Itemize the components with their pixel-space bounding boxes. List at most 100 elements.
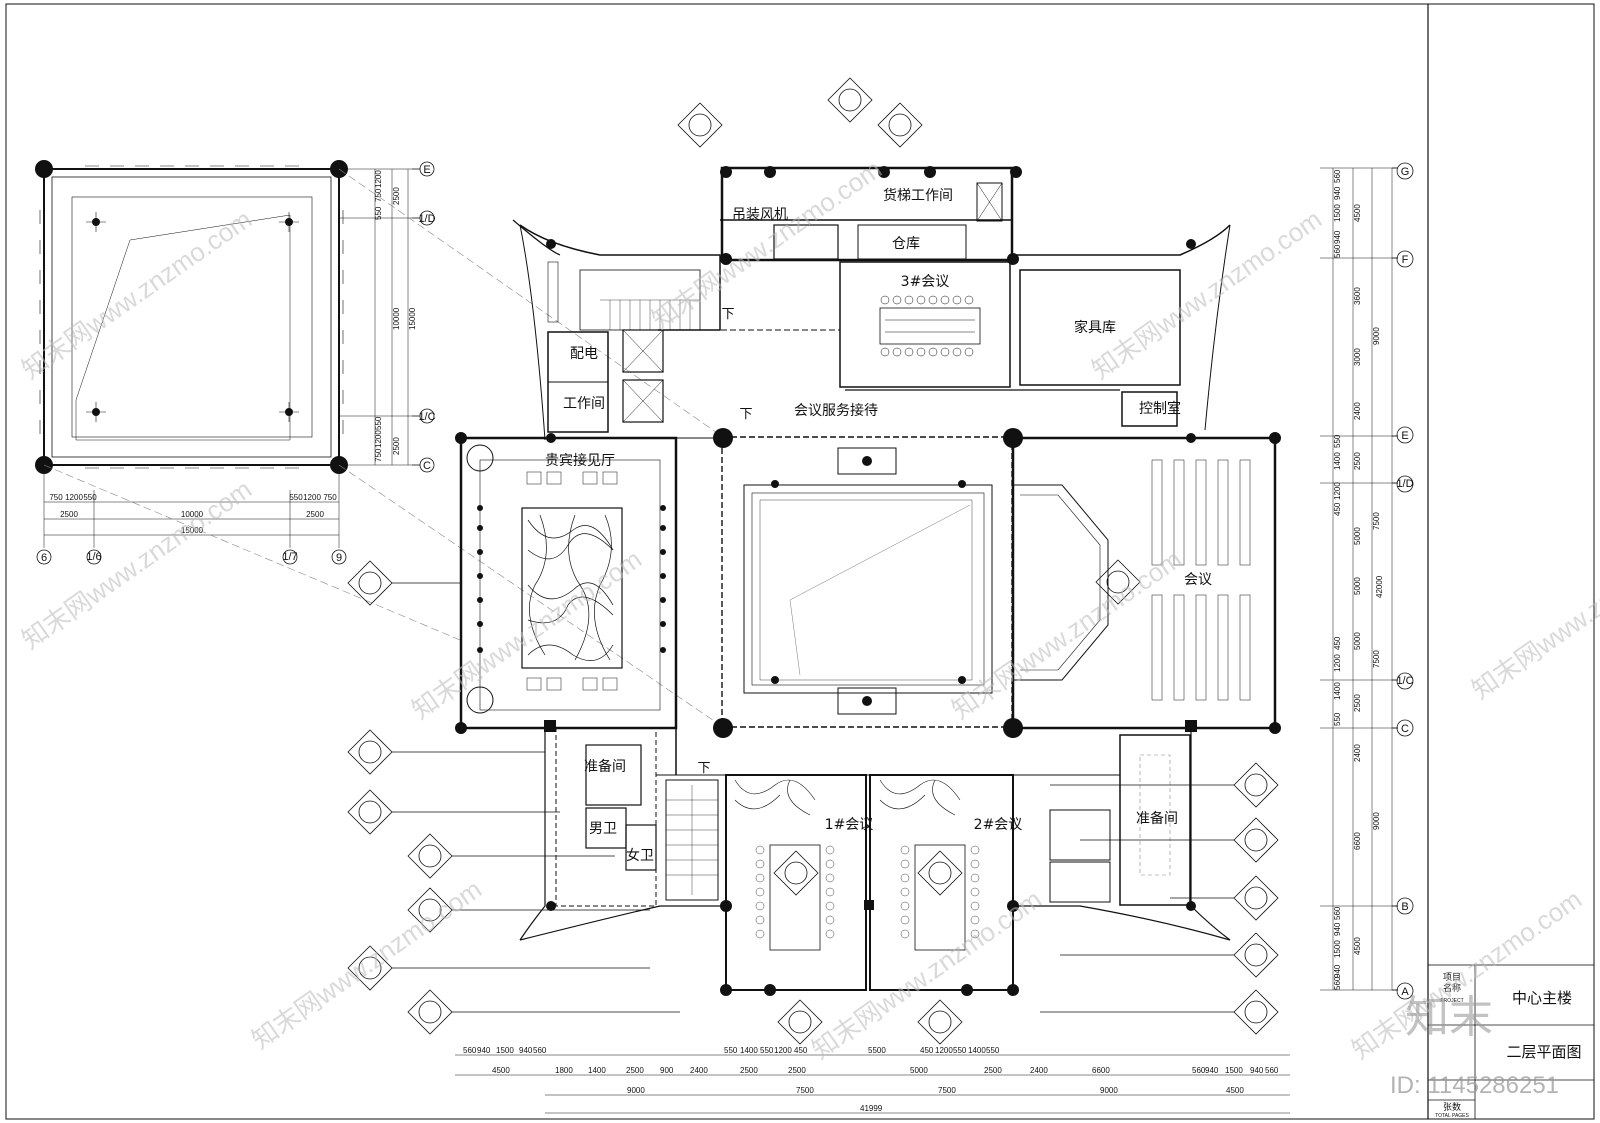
bottom-dim-r2-2: 1400	[588, 1066, 606, 1075]
watermark-site-6: 知末网www.znzmo.com	[946, 544, 1187, 725]
right-dim-r1-11: 450	[1333, 502, 1342, 516]
right-dim-r2-5: 5000	[1353, 527, 1362, 545]
detail-dim-b1-f: 750	[323, 493, 337, 502]
bottom-dim-r1-15: 450	[794, 1046, 808, 1055]
right-dim-r3-2: 7500	[1372, 650, 1381, 668]
room-label-meeting3: 3#会议	[901, 274, 950, 290]
bottom-dim-r1-11: 550	[724, 1046, 738, 1055]
bottom-dim-r1-17: 5500	[868, 1046, 886, 1055]
axis-a: A	[1401, 986, 1409, 998]
right-dim-r2-3: 2400	[1353, 402, 1362, 420]
watermark-site-3: 知末网www.znzmo.com	[1086, 204, 1327, 385]
right-dim-r2-11: 4500	[1353, 937, 1362, 955]
right-dim-r2-0: 4500	[1353, 204, 1362, 222]
elevation-index-symbols	[347, 77, 1279, 1045]
detail-dim-b1-a: 750	[49, 493, 63, 502]
watermark-site-9: 知末网www.znzmo.com	[806, 884, 1047, 1065]
tb-project-name: 中心主楼	[1512, 989, 1572, 1007]
tb-project-en: PROJECT	[1440, 998, 1463, 1004]
detail-axis-9: 9	[336, 552, 342, 564]
right-dim-r3-3: 9000	[1372, 812, 1381, 830]
bottom-dim-r3-3: 9000	[1100, 1086, 1118, 1095]
right-dim-r2-6: 5000	[1353, 577, 1362, 595]
axis-1d: 1/D	[1396, 478, 1413, 490]
drawing-frame	[5, 3, 1595, 1120]
watermark-brand: 知末	[1405, 992, 1493, 1043]
bottom-dim-r2-10: 2400	[1030, 1066, 1048, 1075]
bottom-dim-r2-5: 2400	[690, 1066, 708, 1075]
bottom-dim-r1-3: 940	[519, 1046, 533, 1055]
room-labels: 吊装风机 货梯工作间 仓库 3#会议 家具库 配电 工作间 会议服务接待 控制室…	[545, 187, 1212, 864]
right-dim-r2-2: 3000	[1353, 348, 1362, 366]
right-dim-r1-23: 560	[1333, 976, 1342, 990]
detail-dim-r2-b: 10000	[392, 307, 401, 330]
bottom-dim-r3-2: 7500	[938, 1086, 956, 1095]
detail-dim-r2-c: 2500	[392, 437, 401, 455]
room-label-storage: 仓库	[892, 236, 920, 252]
room-label-women: 女卫	[626, 847, 654, 864]
room-label-men: 男卫	[589, 821, 617, 837]
tb-sheet-label: 张数	[1443, 1101, 1461, 1113]
room-label-vip: 贵宾接见厅	[545, 452, 615, 469]
right-dim-r1-0: 560	[1333, 169, 1342, 183]
room-label-prep-right: 准备间	[1136, 810, 1178, 827]
detail-dim-r1-c: 550	[374, 206, 383, 220]
axis-c: C	[1401, 723, 1409, 735]
bottom-dim-r1-4: 560	[533, 1046, 547, 1055]
bottom-dim-r1-20: 1200	[935, 1046, 953, 1055]
detail-axis-1-6: 1/6	[86, 551, 101, 563]
detail-dim-r3: 15000	[408, 307, 417, 330]
axis-b: B	[1401, 901, 1408, 913]
detail-axis-1-7: 1/7	[282, 551, 297, 563]
bottom-dim-r2-3: 2500	[626, 1066, 644, 1075]
right-dim-r1-20: 940	[1333, 922, 1342, 936]
axis-e: E	[1401, 430, 1408, 442]
bottom-dim-r3-4: 4500	[1226, 1086, 1244, 1095]
room-label-power: 配电	[570, 346, 598, 362]
detail-dim-r1-b: 1200	[374, 170, 383, 188]
bottom-dim-r1-0: 560	[463, 1046, 477, 1055]
axis-f: F	[1402, 254, 1409, 266]
right-dimensions: 560 940 1500 940 560 550 1400 1200 450 4…	[1320, 162, 1414, 1000]
bottom-dim-r2-1: 1800	[555, 1066, 573, 1075]
bottom-dim-r2-8: 5000	[910, 1066, 928, 1075]
watermark-site-7: 知末网www.znzmo.com	[1466, 524, 1600, 705]
tb-project-label: 项目名称	[1443, 972, 1461, 994]
detail-axis-c: C	[423, 460, 431, 472]
tb-drawing-name: 二层平面图	[1506, 1043, 1581, 1061]
axis-g: G	[1401, 166, 1410, 178]
detail-dim-b3: 15000	[181, 526, 204, 535]
right-dim-r1-19: 560	[1333, 906, 1342, 920]
bottom-dim-r2-9: 2500	[984, 1066, 1002, 1075]
right-dim-r2-4: 2500	[1353, 452, 1362, 470]
right-dim-r1-8: 550	[1333, 434, 1342, 448]
right-dim-r1-1: 940	[1333, 186, 1342, 200]
room-label-workroom: 工作间	[563, 396, 605, 412]
right-dim-r1-10: 1200	[1333, 482, 1342, 500]
right-dim-r2-7: 5000	[1353, 632, 1362, 650]
bottom-dim-r2-4: 900	[660, 1066, 674, 1075]
bottom-dim-r1-22: 1400	[968, 1046, 986, 1055]
detail-axis-6: 6	[41, 552, 47, 564]
bottom-dim-r2-13: 940	[1205, 1066, 1219, 1075]
bottom-dim-r2-0: 4500	[492, 1066, 510, 1075]
right-dim-r1-3: 940	[1333, 230, 1342, 244]
bottom-dim-r1-12: 1400	[740, 1046, 758, 1055]
bottom-dim-r1-19: 450	[920, 1046, 934, 1055]
detail-dim-b2-c: 2500	[306, 510, 324, 519]
bottom-dim-r2-6: 2500	[740, 1066, 758, 1075]
stair-down-label-1: 下	[721, 307, 734, 322]
right-dim-r1-22: 940	[1333, 964, 1342, 978]
right-dim-r3-0: 9000	[1372, 327, 1381, 345]
room-label-meeting2: 2#会议	[974, 817, 1023, 833]
bottom-dim-r2-11: 6600	[1092, 1066, 1110, 1075]
tb-sheet-en: TOTAL PAGES	[1435, 1113, 1469, 1119]
right-dim-r2-1: 3600	[1353, 287, 1362, 305]
stair-down-label-3: 下	[697, 761, 710, 776]
watermarks: 知末网www.znzmo.com 知末网www.znzmo.com 知末网www…	[16, 154, 1600, 1099]
detail-dim-b1-e: 1200	[303, 493, 321, 502]
bottom-dim-r1-14: 1200	[774, 1046, 792, 1055]
right-dim-r1-15: 1400	[1333, 682, 1342, 700]
bottom-dim-r2-12: 560	[1192, 1066, 1206, 1075]
detail-dim-b1-c: 550	[83, 493, 97, 502]
